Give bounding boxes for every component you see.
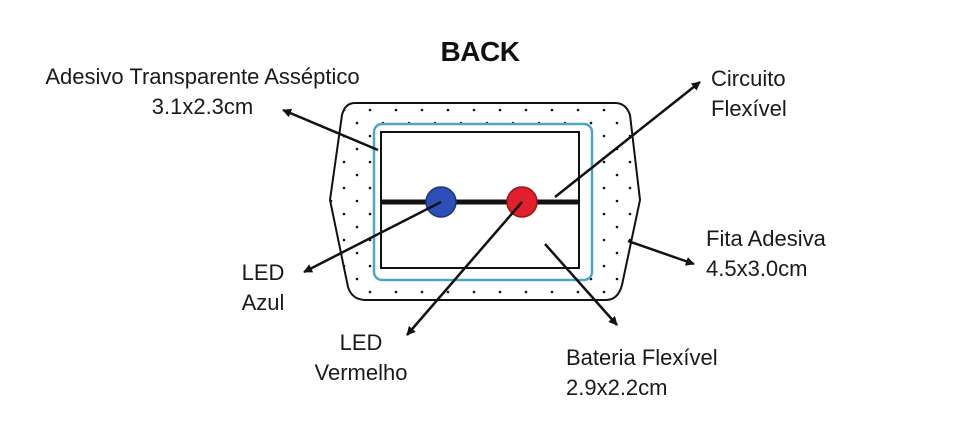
arrow-tape xyxy=(627,239,695,266)
label-circuit-line1: Circuito xyxy=(711,66,786,91)
label-tape-name: Fita Adesiva xyxy=(706,226,826,251)
label-battery: Bateria Flexível 2.9x2.2cm xyxy=(566,343,718,403)
label-battery-size: 2.9x2.2cm xyxy=(566,375,668,400)
label-adhesive-transparent-size: 3.1x2.3cm xyxy=(151,94,254,119)
arrow-adhesive-transparent xyxy=(282,108,379,152)
label-battery-name: Bateria Flexível xyxy=(566,345,718,370)
label-adhesive-transparent-name: Adesivo Transparente Asséptico xyxy=(45,64,360,89)
label-adhesive-transparent: Adesivo Transparente Asséptico 3.1x2.3cm xyxy=(10,62,395,122)
diagram-title: BACK xyxy=(440,36,520,67)
label-circuit: Circuito Flexível xyxy=(711,64,787,124)
label-led-blue: LED Azul xyxy=(228,258,298,318)
arrow-circuit xyxy=(554,81,701,198)
label-led-red-line1: LED xyxy=(339,330,383,355)
label-led-red-line2: Vermelho xyxy=(314,360,408,385)
label-led-red: LED Vermelho xyxy=(296,328,426,388)
label-tape-size: 4.5x3.0cm xyxy=(706,256,808,281)
label-led-blue-line1: LED xyxy=(241,260,285,285)
label-led-blue-line2: Azul xyxy=(241,290,285,315)
label-circuit-line2: Flexível xyxy=(711,96,787,121)
arrow-led-blue xyxy=(303,200,442,274)
arrow-battery xyxy=(544,243,618,326)
label-tape: Fita Adesiva 4.5x3.0cm xyxy=(706,224,826,284)
arrow-led-red xyxy=(406,201,523,336)
